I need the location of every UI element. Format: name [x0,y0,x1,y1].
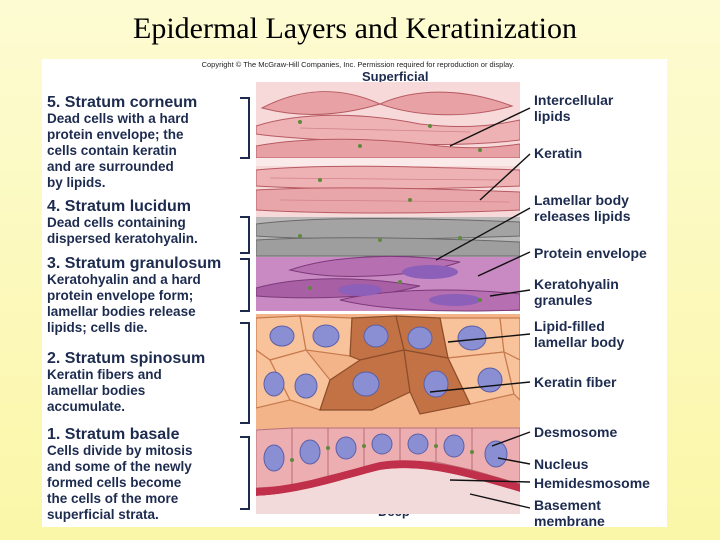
stratum-granulosum-tissue [256,255,520,312]
callout-line: Basement [534,497,601,513]
copyright-notice: Copyright © The McGraw-Hill Companies, I… [201,60,515,69]
stratum-name: 1. Stratum basale [47,426,180,443]
stratum-desc-line: formed cells become [47,475,182,490]
callout-line: Desmosome [534,424,618,440]
stratum-desc-line: lamellar bodies release [47,304,196,319]
stratum-desc-line: accumulate. [47,399,126,414]
stratum-spinosum-text: 2. Stratum spinosum Keratin fibers and l… [47,350,247,415]
callout-line: Keratin fiber [534,374,617,390]
stratum-granulosum-text: 3. Stratum granulosum Keratohyalin and a… [47,255,247,336]
callout-line: releases lipids [534,208,631,224]
callout-hemidesmosome: Hemidesmosome [534,475,674,491]
stratum-desc-line: protein envelope form; [47,288,194,303]
callout-line: granules [534,292,593,308]
callout-line: membrane [534,513,605,529]
callout-desmosome: Desmosome [534,424,674,440]
stratum-desc-line: Keratin fibers and [47,367,162,382]
callout-line: Intercellular [534,92,614,108]
callout-keratin-fiber: Keratin fiber [534,374,674,390]
bracket-spinosum [240,322,250,424]
bracket-lucidum [240,216,250,254]
bracket-granulosum [240,258,250,312]
callout-line: Keratohyalin [534,276,619,292]
callout-line: Lamellar body [534,192,629,208]
stratum-lucidum-text: 4. Stratum lucidum Dead cells containing… [47,198,247,247]
bracket-corneum [240,97,250,159]
stratum-desc-line: and some of the newly [47,459,192,474]
stratum-name: 2. Stratum spinosum [47,350,206,367]
callout-line: lamellar body [534,334,625,350]
stratum-corneum-text: 5. Stratum corneum Dead cells with a har… [47,94,247,191]
callout-intercellular-lipids: Intercellular lipids [534,92,674,124]
stratum-desc-line: by lipids. [47,175,106,190]
stratum-desc-line: the cells of the more [47,491,179,506]
stratum-desc-line: and are surrounded [47,159,174,174]
stratum-name: 3. Stratum granulosum [47,255,222,272]
superficial-label: Superficial [362,69,429,84]
callout-basement-membrane: Basement membrane [534,497,674,529]
callout-line: Keratin [534,145,583,161]
callout-line: Protein envelope [534,245,647,261]
callout-keratohyalin-granules: Keratohyalin granules [534,276,674,308]
stratum-basale-tissue [256,427,520,514]
stratum-desc-line: dispersed keratohyalin. [47,231,198,246]
slide-title: Epidermal Layers and Keratinization [133,12,577,45]
stratum-desc-line: superficial strata. [47,507,159,522]
callout-lamellar-body-releases-lipids: Lamellar body releases lipids [534,192,674,224]
stratum-desc-line: Cells divide by mitosis [47,443,193,458]
stratum-desc-line: Dead cells containing [47,215,186,230]
callout-line: lipids [534,108,571,124]
callout-lipid-filled-lamellar-body: Lipid-filled lamellar body [534,318,674,350]
leader-lines [429,107,531,509]
callout-line: Lipid-filled [534,318,605,334]
callout-line: Nucleus [534,456,589,472]
stratum-spinosum-tissue [256,314,520,429]
stratum-name: 5. Stratum corneum [47,94,198,111]
stratum-desc-line: lipids; cells die. [47,320,148,335]
stratum-desc-line: lamellar bodies [47,383,146,398]
stratum-name: 4. Stratum lucidum [47,198,192,215]
stratum-desc-line: Dead cells with a hard [47,111,189,126]
stratum-basale-text: 1. Stratum basale Cells divide by mitosi… [47,426,247,523]
stratum-desc-line: Keratohyalin and a hard [47,272,201,287]
callout-protein-envelope: Protein envelope [534,245,674,261]
bracket-basale [240,436,250,510]
stratum-lucidum-tissue [256,217,520,257]
callout-keratin: Keratin [534,145,674,161]
stratum-desc-line: protein envelope; the [47,127,184,142]
stratum-desc-line: cells contain keratin [47,143,177,158]
stratum-corneum-tissue [256,82,520,217]
callout-line: Hemidesmosome [534,475,650,491]
callout-nucleus: Nucleus [534,456,674,472]
